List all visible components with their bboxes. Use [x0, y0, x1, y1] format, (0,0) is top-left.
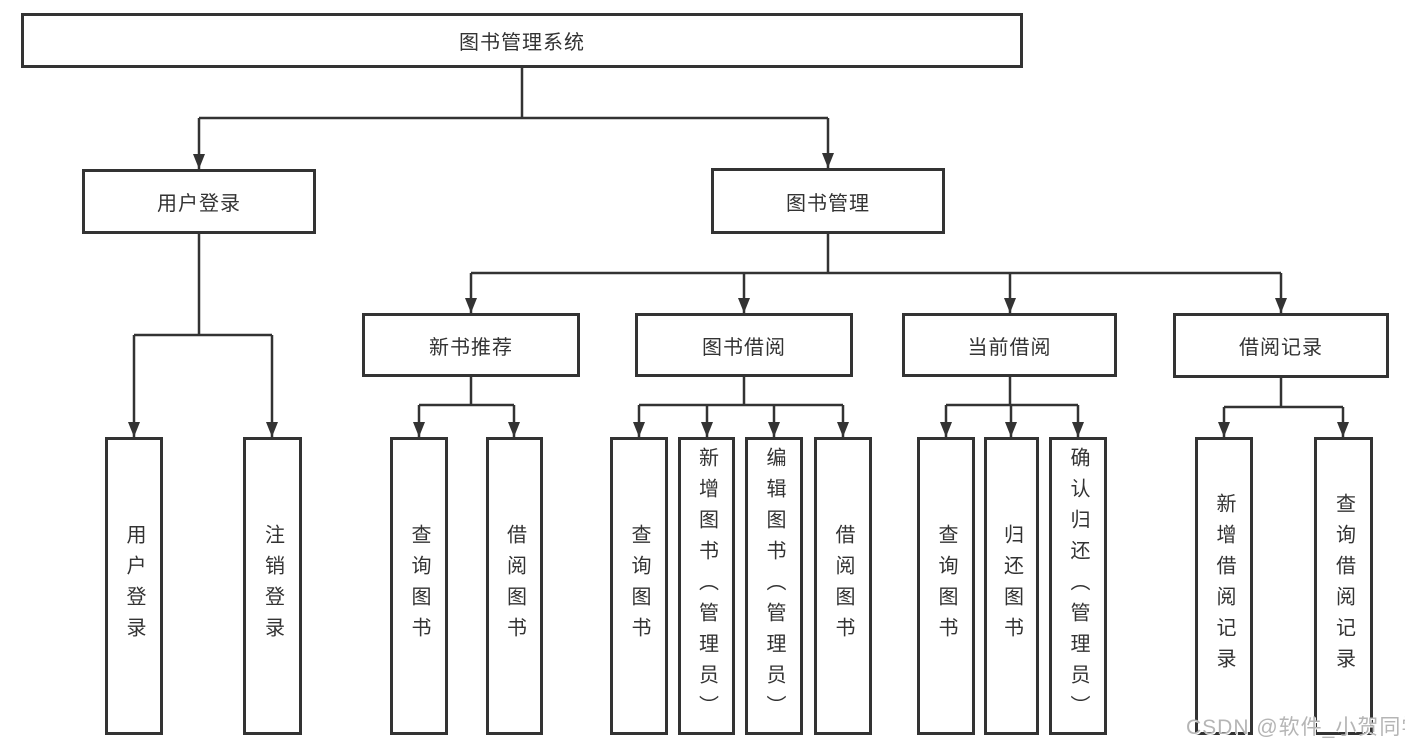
node-label: 借阅记录: [1239, 337, 1323, 359]
leaf-confirm-return-admin: 确认归还（管理员）: [1049, 437, 1107, 735]
leaf-query-books-current: 查询图书: [917, 437, 975, 735]
node-label: 查询图书: [935, 524, 957, 648]
node-label: 用户登录: [123, 524, 145, 648]
node-label: 图书管理: [786, 192, 870, 215]
node-label: 当前借阅: [967, 336, 1052, 359]
node-new-book-recommendation: 新书推荐: [362, 313, 580, 377]
node-label: 确认归还（管理员）: [1067, 446, 1089, 726]
node-user-login: 用户登录: [82, 169, 316, 234]
node-label: 查询借阅记录: [1332, 493, 1355, 679]
leaf-user-login: 用户登录: [105, 437, 163, 735]
node-book-management: 图书管理: [711, 168, 945, 234]
leaf-logout: 注销登录: [243, 437, 302, 735]
leaf-borrow-books-recommend: 借阅图书: [486, 437, 543, 735]
node-label: 图书管理系统: [459, 32, 585, 54]
node-book-borrowing: 图书借阅: [635, 313, 853, 377]
node-label: 新增图书（管理员）: [695, 446, 718, 726]
node-label: 查询图书: [628, 524, 650, 648]
node-label: 图书借阅: [702, 336, 786, 359]
node-label: 新书推荐: [429, 336, 513, 359]
leaf-add-borrow-record: 新增借阅记录: [1195, 437, 1253, 735]
node-label: 查询图书: [408, 524, 430, 648]
node-borrowing-records: 借阅记录: [1173, 313, 1389, 378]
leaf-query-borrow-record: 查询借阅记录: [1314, 437, 1373, 735]
node-label: 编辑图书（管理员）: [763, 446, 785, 726]
leaf-edit-book-admin: 编辑图书（管理员）: [745, 437, 803, 735]
node-current-borrowing: 当前借阅: [902, 313, 1117, 377]
leaf-query-books-borrow: 查询图书: [610, 437, 668, 735]
leaf-return-book: 归还图书: [984, 437, 1039, 735]
csdn-watermark: CSDN @软件_小贺同学: [1186, 716, 1405, 739]
node-label: 注销登录: [261, 524, 284, 648]
node-label: 新增借阅记录: [1213, 493, 1235, 679]
leaf-query-books-recommend: 查询图书: [390, 437, 448, 735]
node-label: 归还图书: [1000, 524, 1023, 648]
leaf-borrow-books: 借阅图书: [814, 437, 872, 735]
leaf-add-book-admin: 新增图书（管理员）: [678, 437, 735, 735]
node-label: 用户登录: [157, 193, 241, 215]
node-label: 借阅图书: [832, 524, 854, 648]
node-label: 借阅图书: [503, 524, 526, 648]
node-library-management-system: 图书管理系统: [21, 13, 1023, 68]
